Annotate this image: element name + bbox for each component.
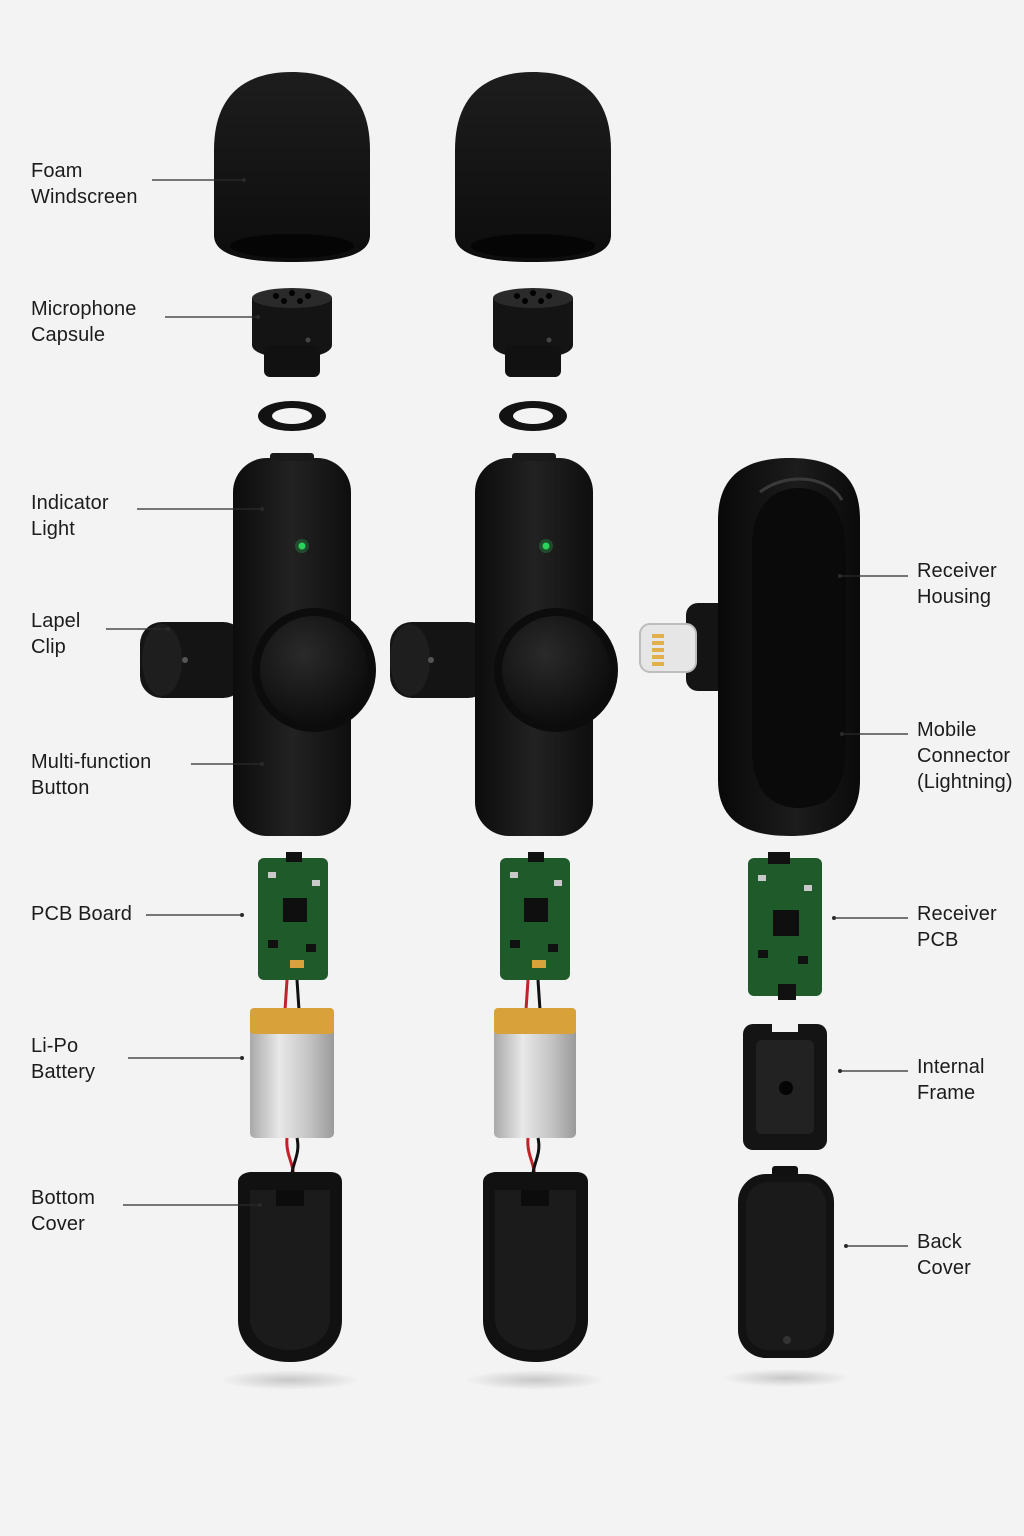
label-line: Connector: [917, 745, 1011, 767]
label-microphone-capsule: Microphone Capsule: [31, 296, 137, 348]
bottom-cover-icon: [238, 1172, 342, 1362]
label-receiver-pcb: Receiver PCB: [917, 901, 997, 953]
label-mobile-connector: Mobile Connector (Lightning): [917, 717, 1013, 795]
label-line: Bottom: [31, 1187, 95, 1209]
microphone-capsule-icon: [252, 288, 332, 377]
label-bottom-cover: Bottom Cover: [31, 1185, 95, 1237]
label-line: Foam: [31, 160, 83, 182]
microphone-capsule-icon: [493, 288, 573, 377]
label-line: Receiver: [917, 560, 997, 582]
pcb-icon: [258, 852, 328, 980]
lapel-clip-icon: [390, 622, 490, 698]
battery-icon: [494, 1008, 576, 1138]
o-ring-icon: [499, 401, 567, 431]
foam-windscreen-icon: [455, 72, 611, 262]
label-receiver-housing: Receiver Housing: [917, 558, 997, 610]
o-ring-icon: [258, 401, 326, 431]
leader-lines: [106, 179, 908, 1247]
label-line: Housing: [917, 586, 992, 608]
label-line: Windscreen: [31, 186, 138, 208]
label-line: Cover: [31, 1213, 85, 1235]
bottom-cover-icon: [483, 1172, 588, 1362]
label-line: Microphone: [31, 298, 137, 320]
label-line: Cover: [917, 1257, 971, 1279]
label-line: Li-Po: [31, 1035, 79, 1057]
internal-frame-icon: [743, 1024, 827, 1150]
label-line: Button: [31, 777, 90, 799]
label-line: Internal: [917, 1056, 985, 1078]
label-line: Multi-function: [31, 751, 152, 773]
label-line: Frame: [917, 1082, 976, 1104]
leader-dots: [166, 178, 848, 1248]
label-indicator-light: Indicator Light: [31, 490, 109, 542]
transmitter-2: [390, 72, 618, 1390]
label-lapel-clip: Lapel Clip: [31, 608, 80, 660]
label-back-cover: Back Cover: [917, 1229, 971, 1281]
label-line: Indicator: [31, 492, 109, 514]
label-line: Light: [31, 518, 75, 540]
label-line: Mobile: [917, 719, 977, 741]
label-line: Receiver: [917, 903, 997, 925]
label-line: Clip: [31, 636, 66, 658]
label-line: PCB Board: [31, 903, 132, 925]
pcb-icon: [500, 852, 570, 980]
foam-windscreen-icon: [214, 72, 370, 262]
label-line: Capsule: [31, 324, 106, 346]
receiver-housing-icon: [718, 458, 860, 836]
label-line: Back: [917, 1231, 962, 1253]
transmitter-body-icon: [475, 453, 618, 836]
label-line: Battery: [31, 1061, 96, 1083]
receiver: [639, 458, 860, 1387]
label-line: (Lightning): [917, 771, 1013, 793]
lapel-clip-icon: [140, 622, 245, 698]
back-cover-icon: [738, 1166, 834, 1358]
label-line: PCB: [917, 929, 959, 951]
label-foam-windscreen: Foam Windscreen: [31, 158, 138, 210]
transmitter-body-icon: [233, 453, 376, 836]
label-pcb-board: PCB Board: [31, 901, 132, 927]
pcb-icon: [748, 852, 822, 1000]
label-line: Lapel: [31, 610, 81, 632]
transmitter-1: [140, 72, 376, 1390]
label-li-po-battery: Li-Po Battery: [31, 1033, 95, 1085]
label-internal-frame: Internal Frame: [917, 1054, 985, 1106]
battery-icon: [250, 1008, 334, 1138]
label-multi-function-button: Multi-function Button: [31, 749, 151, 801]
